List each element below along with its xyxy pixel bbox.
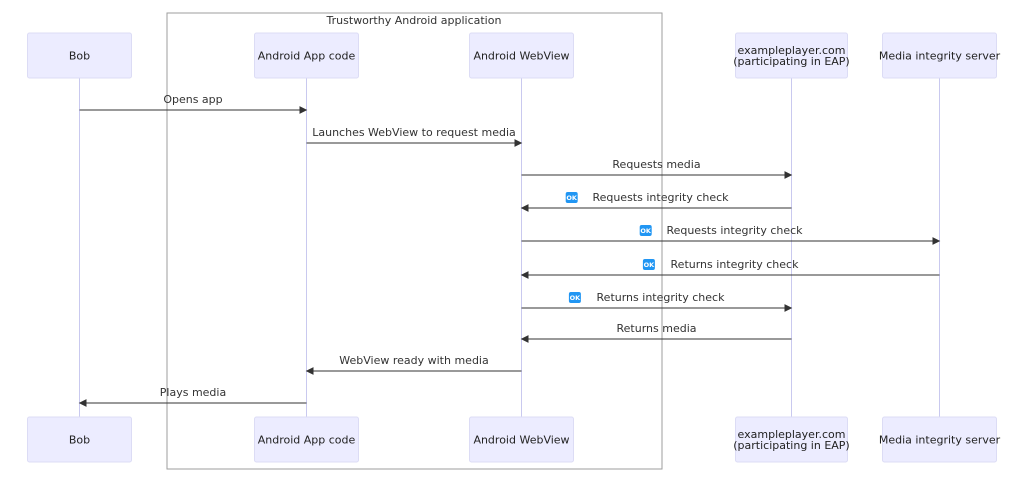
participant-box <box>254 416 359 463</box>
lifeline-layer <box>79 78 940 417</box>
participant-label: Android App code <box>258 434 356 447</box>
ok-emoji-icon: OK <box>642 259 656 270</box>
message-label: Requests integrity check <box>666 224 803 237</box>
participant-box <box>27 32 132 79</box>
message-label: Requests media <box>612 158 700 171</box>
message-3: Requests media <box>521 158 793 179</box>
participant-label: Media integrity server <box>879 50 1001 63</box>
participant-site-bottom: exampleplayer.com(participating in EAP) <box>733 416 850 463</box>
participant-box <box>27 416 132 463</box>
message-label: WebView ready with media <box>339 354 488 367</box>
ok-badge-label: OK <box>644 261 656 269</box>
message-label: Returns media <box>617 322 697 335</box>
ok-emoji-icon: OK <box>639 225 652 236</box>
message-7: OK Returns integrity check <box>521 291 793 312</box>
participant-label: (participating in EAP) <box>733 439 849 452</box>
message-9: WebView ready with media <box>305 354 522 375</box>
ok-badge-label: OK <box>566 194 578 202</box>
participant-app-bottom: Android App code <box>254 416 359 463</box>
participant-webview-bottom: Android WebView <box>469 416 574 463</box>
participant-label: exampleplayer.com <box>738 428 846 441</box>
participant-label: (participating in EAP) <box>733 55 849 68</box>
participant-bob-top: Bob <box>27 32 132 79</box>
message-label: Returns integrity check <box>597 291 726 304</box>
participant-box <box>735 416 848 463</box>
message-label: Requests integrity check <box>592 191 729 204</box>
ok-badge-label: OK <box>570 294 582 302</box>
participant-box <box>735 32 848 79</box>
ok-emoji-icon: OK <box>568 292 582 303</box>
message-6: OK Returns integrity check <box>520 258 940 279</box>
message-2: Launches WebView to request media <box>306 126 523 147</box>
participant-server-top: Media integrity server <box>879 32 1001 79</box>
message-10: Plays media <box>78 386 307 407</box>
participant-server-bottom: Media integrity server <box>879 416 1001 463</box>
participant-box <box>254 32 359 79</box>
participant-box <box>882 416 997 463</box>
participant-box <box>469 416 574 463</box>
ok-badge-shape <box>639 225 652 236</box>
participant-label: Bob <box>69 434 90 447</box>
participant-app-top: Android App code <box>254 32 359 79</box>
participant-label: exampleplayer.com <box>738 44 846 57</box>
group-label: Trustworthy Android application <box>326 14 502 27</box>
ok-badge-shape <box>565 192 578 203</box>
participant-label: Android WebView <box>473 434 569 447</box>
message-4: OK Requests integrity check <box>520 191 792 212</box>
message-label: Plays media <box>160 386 226 399</box>
ok-badge-shape <box>568 292 581 303</box>
participant-webview-top: Android WebView <box>469 32 574 79</box>
message-label: Launches WebView to request media <box>312 126 516 139</box>
participant-bob-bottom: Bob <box>27 416 132 463</box>
message-8: Returns media <box>520 322 792 343</box>
message-label: Opens app <box>163 93 222 106</box>
participant-label: Media integrity server <box>879 434 1001 447</box>
participant-label: Bob <box>69 50 90 63</box>
ok-badge-label: OK <box>640 227 652 235</box>
ok-badge-shape <box>642 259 655 270</box>
participant-site-top: exampleplayer.com(participating in EAP) <box>733 32 850 79</box>
participant-label: Android App code <box>258 50 356 63</box>
message-1: Opens app <box>79 93 308 114</box>
participant-box <box>882 32 997 79</box>
participant-label: Android WebView <box>473 50 569 63</box>
message-5: OK Requests integrity check <box>521 224 941 245</box>
participant-box <box>469 32 574 79</box>
message-label: Returns integrity check <box>671 258 800 271</box>
ok-emoji-icon: OK <box>565 192 578 203</box>
